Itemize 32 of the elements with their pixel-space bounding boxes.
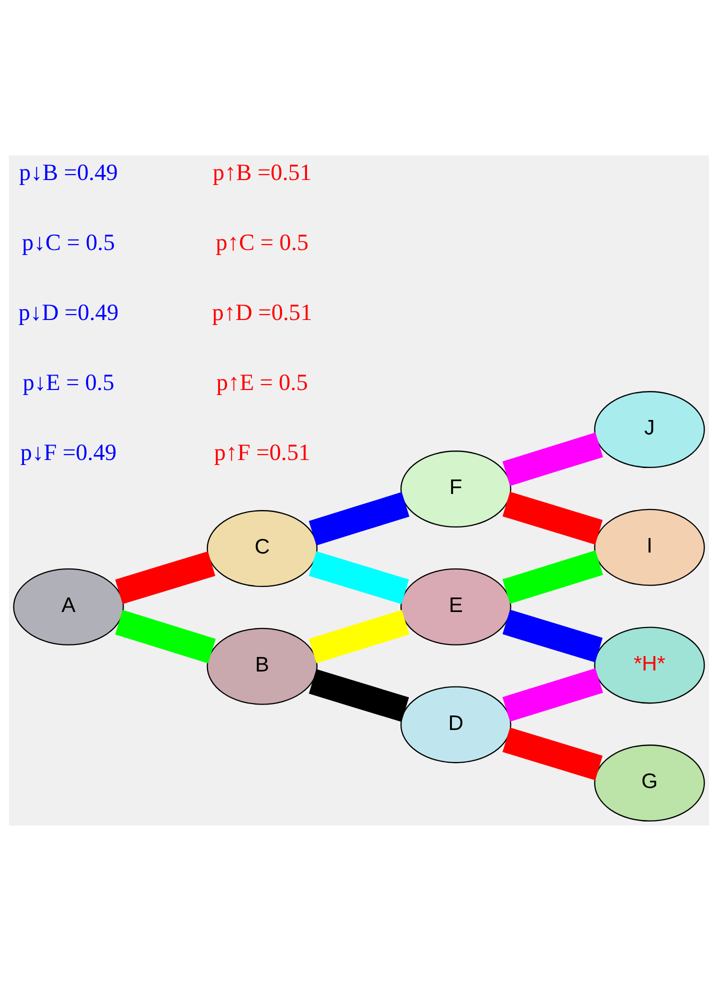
connector [114,610,216,664]
connector [502,727,602,780]
label: p↑C = 0.5 [215,230,308,256]
node-ellipse: B [206,628,318,705]
label: p↓C = 0.5 [22,230,114,256]
label: p↑E = 0.5 [216,370,308,396]
node-ellipse: D [400,686,511,764]
label: p↓D =0.49 [18,300,118,326]
connector [502,550,603,604]
node-ellipse: C [206,510,318,588]
connector [308,551,408,604]
connector [502,668,603,722]
label: p↑B =0.51 [212,160,312,186]
label: p↓F =0.49 [20,440,116,466]
node-ellipse: *H* [594,626,704,704]
connector [114,551,215,604]
connector [308,492,409,546]
label: p↑D =0.51 [212,300,312,326]
label: p↑F =0.51 [214,440,310,466]
connector [502,432,603,486]
connector [502,492,602,545]
node-ellipse: F [400,450,511,528]
node-ellipse: A [12,568,124,646]
connector [308,669,408,722]
node-ellipse: G [594,744,704,822]
connector [308,610,409,664]
node-ellipse: J [594,391,704,468]
connector [502,610,602,662]
node-ellipse: E [400,568,511,646]
node-ellipse: I [594,508,704,586]
label: p↓E = 0.5 [22,370,114,396]
label: p↓B =0.49 [18,160,118,186]
